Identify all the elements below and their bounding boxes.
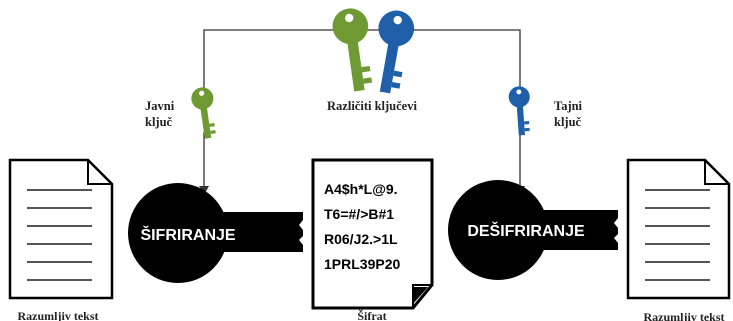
decrypt-block bbox=[448, 180, 618, 280]
private-key-label-line1: Tajni bbox=[554, 99, 583, 113]
key-icon bbox=[332, 8, 373, 92]
public-key-label-line2: ključ bbox=[145, 115, 173, 129]
decrypt-block-label: DEŠIFRIRANJE bbox=[467, 221, 585, 240]
document-icon bbox=[8, 158, 114, 300]
public-key-label-line1: Javni bbox=[145, 99, 175, 113]
encrypt-block-label: ŠIFRIRANJE bbox=[140, 225, 235, 244]
document-icon bbox=[311, 158, 434, 310]
encrypt-block bbox=[128, 183, 303, 283]
ciphertext-line: 1PRL39P20 bbox=[324, 256, 400, 272]
document-icon bbox=[626, 158, 731, 300]
key-icon bbox=[191, 87, 216, 139]
ciphertext-line: T6=#/>B#1 bbox=[324, 206, 394, 222]
key-icon bbox=[378, 10, 415, 94]
plaintext-left-label: Razumljiv tekst bbox=[18, 309, 99, 321]
private-key-label-line2: ključ bbox=[554, 115, 582, 129]
plaintext-right-label: Razumljiv tekst bbox=[644, 310, 725, 321]
ciphertext-line: R06/J2.>1L bbox=[324, 231, 398, 247]
ciphertext-line: A4$h*L@9. bbox=[324, 181, 398, 197]
key-icon bbox=[508, 86, 530, 136]
ciphertext-caption: Šifrat bbox=[357, 309, 386, 321]
different-keys-label: Različiti ključevi bbox=[327, 99, 417, 113]
